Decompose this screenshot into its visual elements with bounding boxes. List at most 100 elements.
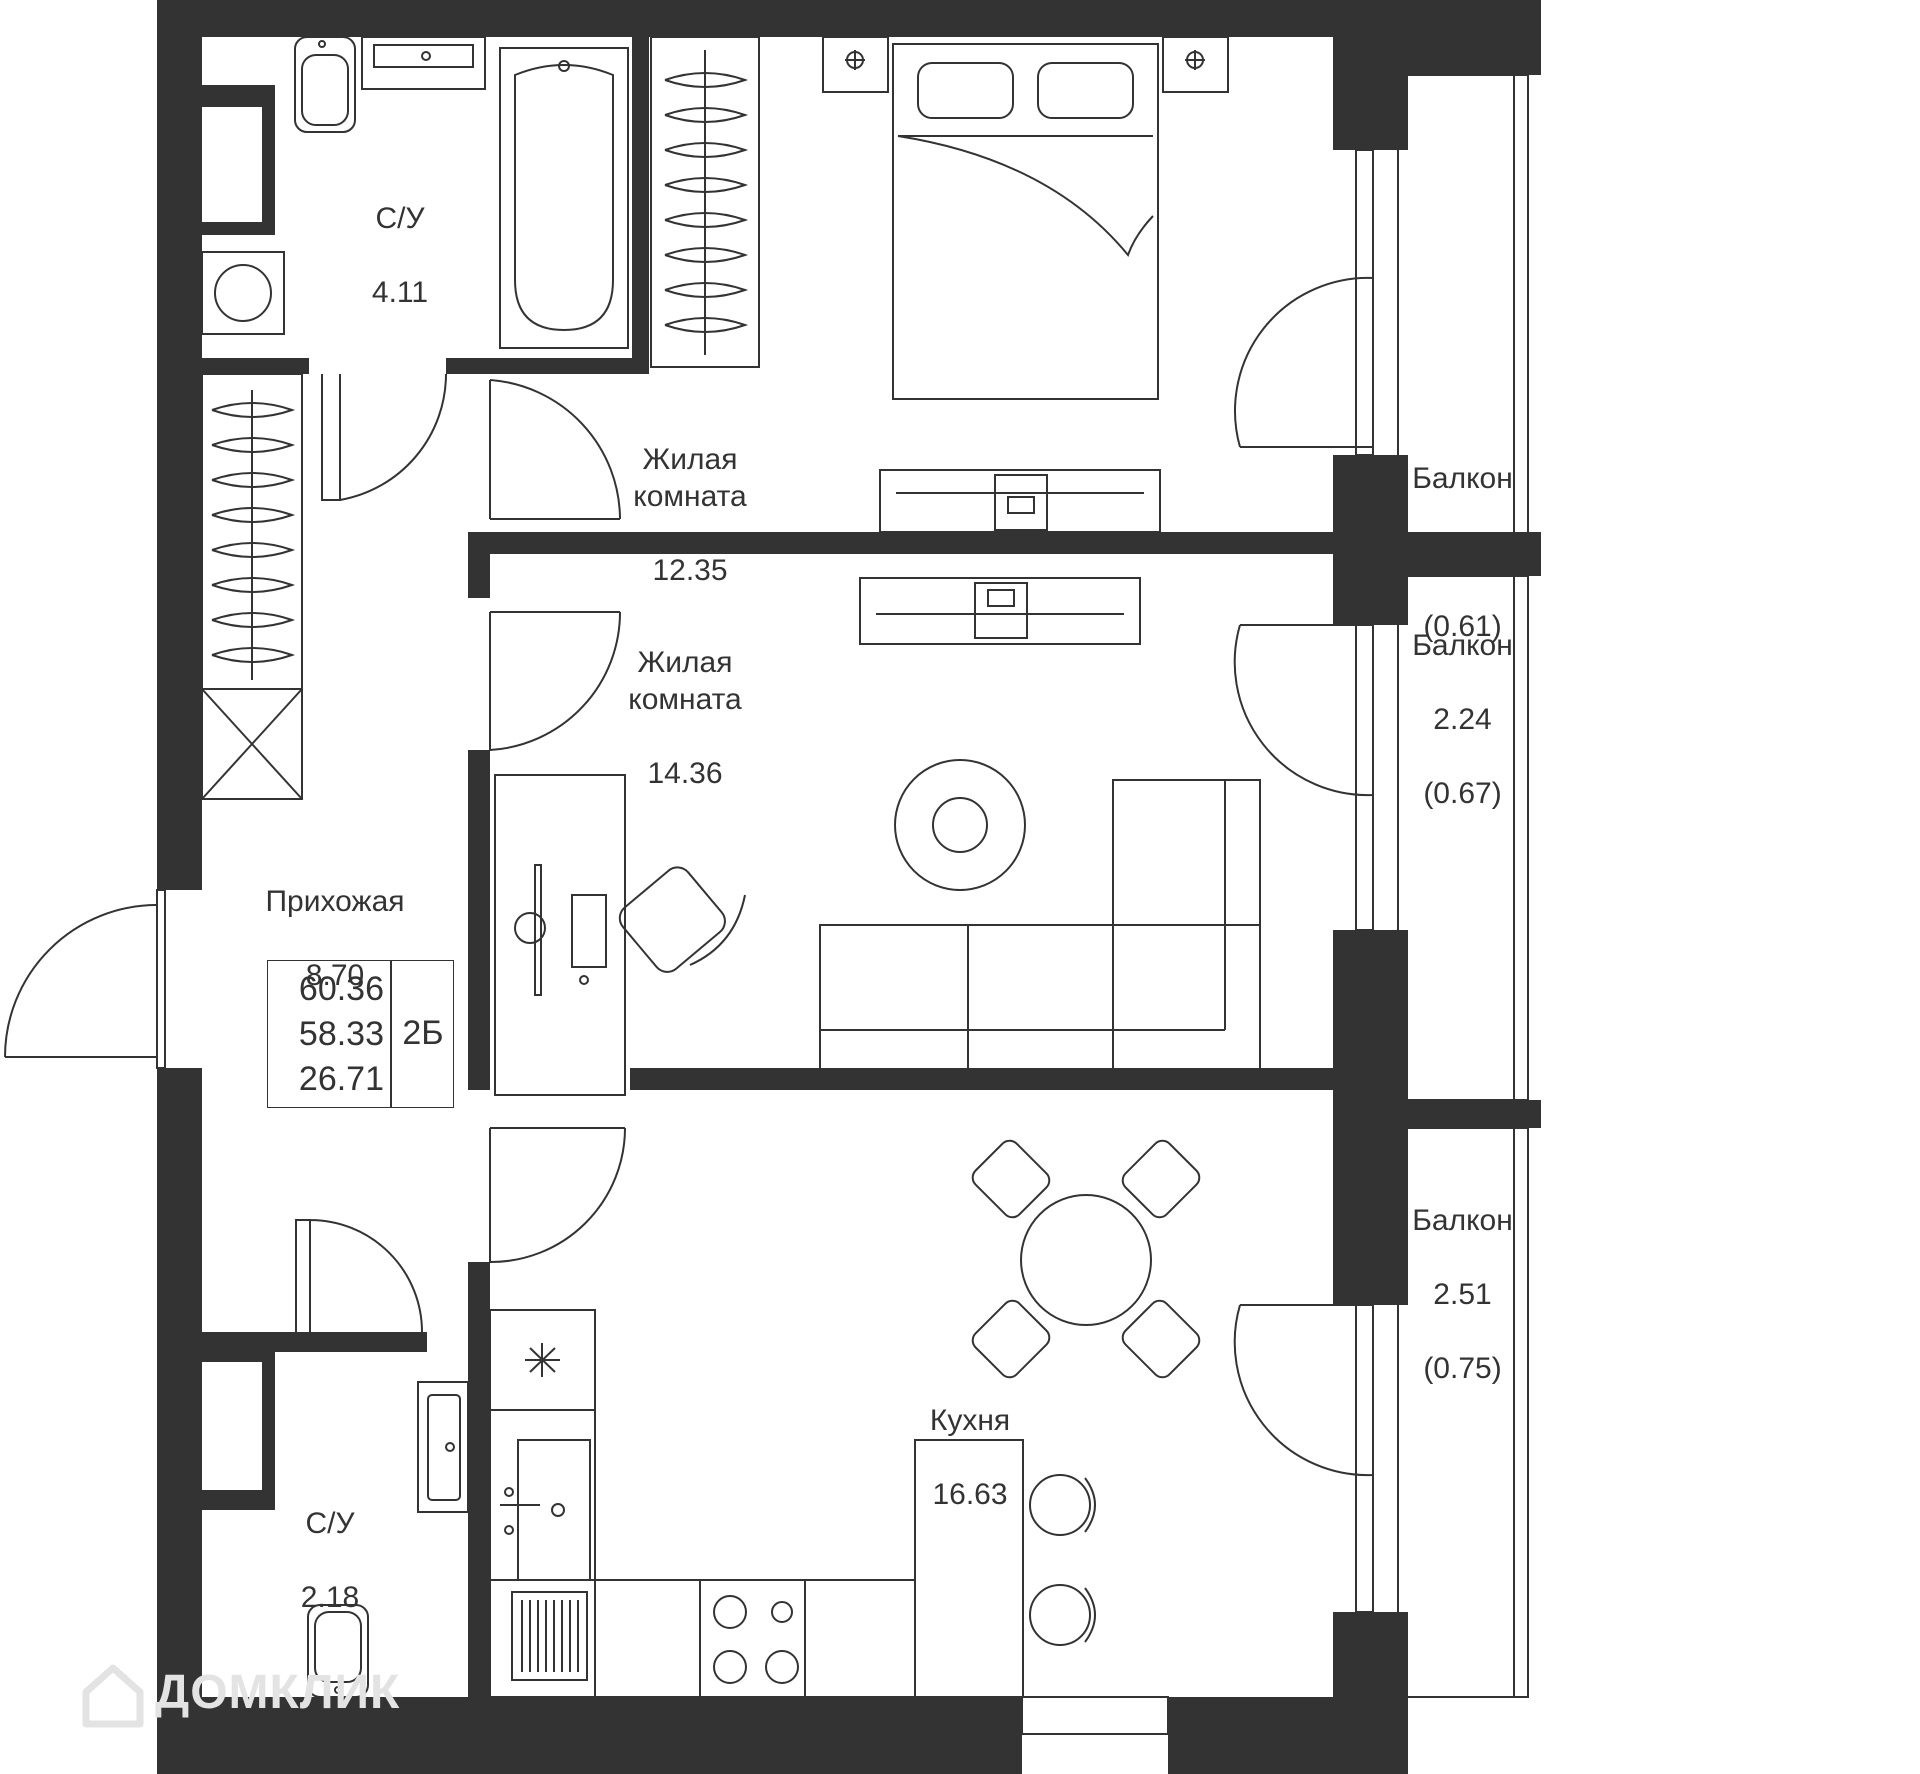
wall-center-3 (468, 1262, 490, 1774)
stool-1 (1029, 1474, 1091, 1536)
living-room-name: Жилая комната (628, 646, 742, 716)
hall-cabinet (201, 688, 303, 800)
balcony-2-outline (1397, 575, 1529, 1101)
wall-bottom (157, 1697, 1022, 1774)
kitchen-furniture (489, 1139, 1201, 1698)
bed (892, 43, 1159, 400)
balcony-1-coef: (0.61) (1423, 610, 1502, 643)
summary-divider (390, 961, 392, 1107)
door-bath-small (295, 1219, 423, 1333)
doors (4, 276, 1374, 1477)
bathroom-small-fixtures (307, 1381, 469, 1698)
balcony-2-coef: (0.67) (1423, 777, 1502, 810)
door-kitchen (489, 1127, 626, 1264)
dining-chairs (971, 1139, 1201, 1379)
total-area: 60.36 (298, 970, 384, 1008)
wall-right-4 (1333, 1612, 1408, 1774)
coffee-table (894, 759, 1026, 891)
apartment-summary: 60.36 58.33 26.71 2Б (267, 960, 454, 1108)
balcony-1-area: 2.02 (1433, 536, 1492, 569)
bathroom-main-name: С/У (375, 202, 425, 235)
nightstand-right (1162, 36, 1229, 93)
toilet-main (294, 36, 356, 133)
watermark-text: ДОМКЛИК (155, 1666, 401, 1719)
hangers-bedroom (664, 72, 749, 333)
wall-balcony-sep-1 (1408, 548, 1541, 576)
bathroom-small-name: С/У (305, 1507, 355, 1540)
kitchen-sink (517, 1439, 591, 1581)
tv-stand-living (859, 577, 1141, 645)
door-entrance (4, 904, 158, 1058)
kitchen-name: Кухня (929, 1404, 1011, 1437)
wall-bath-right (632, 37, 649, 372)
house-logo-icon (82, 1664, 144, 1728)
label-balcony-3: Балкон 2.51 (0.75) (1400, 1165, 1525, 1424)
balcony-3-coef: (0.75) (1423, 1352, 1502, 1385)
cooktop (699, 1579, 806, 1698)
area-without-balconies: 58.33 (298, 1015, 384, 1053)
bedroom-area: 12.35 (652, 554, 728, 587)
hallway-area: 8.70 (305, 959, 365, 992)
balcony-1-name: Балкон (1412, 462, 1513, 495)
label-bathroom-small: С/У 2.18 (280, 1468, 380, 1653)
wall-bath-bottom-a (157, 358, 309, 374)
label-living-room: Жилая комната 14.36 (605, 607, 765, 829)
bathtub (499, 47, 629, 349)
bathroom-small-area: 2.18 (300, 1581, 360, 1614)
bathroom-main-area: 4.11 (371, 276, 429, 309)
walls (157, 0, 1541, 1774)
door-bedroom (489, 379, 621, 520)
label-kitchen: Кухня 16.63 (900, 1365, 1040, 1550)
window-kitchen (1355, 1304, 1374, 1613)
wall-living-bottom (630, 1068, 1408, 1090)
window-bedroom (1355, 149, 1374, 456)
balconies (1397, 74, 1529, 1698)
door-bath-main (321, 373, 447, 501)
nightstand-left (822, 36, 889, 93)
wall-top (157, 0, 1541, 37)
tv-stand-bedroom (879, 469, 1161, 533)
keyboard (571, 894, 607, 968)
kitchen-island (914, 1439, 1024, 1698)
wall-center-2 (468, 750, 490, 1090)
label-hallway: Прихожая 8.70 (245, 846, 425, 1031)
sofa (819, 779, 1261, 1071)
living-furniture (494, 577, 1261, 1096)
balcony-3-name: Балкон (1412, 1204, 1513, 1237)
wall-center-1 (468, 532, 490, 598)
entry-opening (156, 889, 166, 1069)
balcony-2-name: Балкон (1412, 629, 1513, 662)
window-kitchen-bottom (1021, 1696, 1169, 1735)
bedroom-name: Жилая комната (633, 443, 747, 513)
wardrobe-bedroom (650, 36, 760, 368)
bathroom-main-fixtures (201, 36, 629, 349)
balcony-1-outline (1397, 74, 1529, 549)
sink-main (361, 36, 486, 90)
office-chair (618, 866, 746, 973)
wall-right-1 (1333, 0, 1408, 150)
wall-balcony-sep-2 (1408, 1100, 1541, 1128)
balcony-3-area: 2.51 (1433, 1278, 1492, 1311)
stool-2 (1029, 1584, 1091, 1646)
washing-machine (201, 251, 285, 335)
apartment-type: 2Б (402, 1014, 444, 1052)
label-balcony-2: Балкон 2.24 (0.67) (1400, 590, 1525, 849)
living-room-area: 14.36 (647, 757, 723, 790)
balcony-2-area: 2.24 (1433, 703, 1492, 736)
wall-bedroom-bottom (468, 532, 1541, 554)
label-bathroom-main: С/У 4.11 (350, 163, 450, 348)
door-living (489, 611, 622, 751)
hallway-name: Прихожая (265, 885, 405, 918)
window-living (1355, 624, 1374, 931)
door-balcony-3 (1233, 1304, 1374, 1477)
door-balcony-1 (1234, 276, 1374, 448)
desk (494, 774, 626, 1096)
wardrobes (201, 36, 760, 800)
wall-bath-bottom-b (446, 358, 649, 374)
label-balcony-1: Балкон 2.02 (0.61) (1400, 423, 1525, 682)
toilet-small (307, 1604, 369, 1698)
wall-right-3 (1333, 930, 1408, 1305)
label-bedroom: Жилая комната 12.35 (610, 404, 770, 626)
dishwasher (511, 1591, 588, 1681)
